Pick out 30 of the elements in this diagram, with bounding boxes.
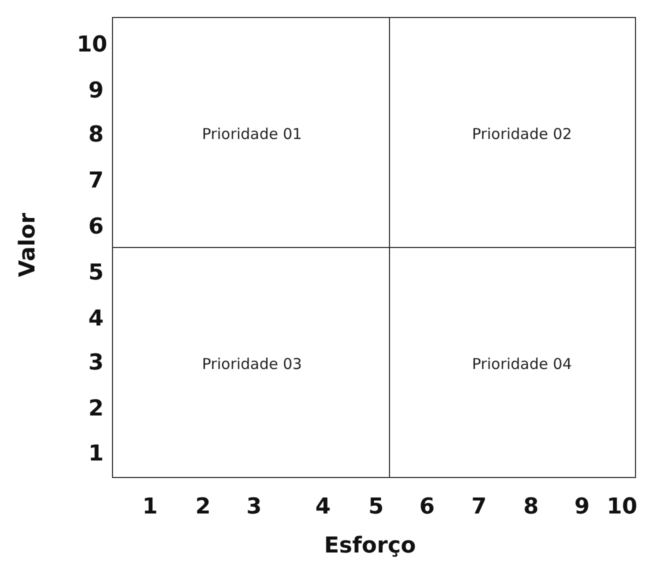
tick-label: 9 — [88, 78, 104, 104]
tick-label: 8 — [523, 494, 539, 520]
tick-label: 3 — [246, 494, 262, 520]
quadrant-label: Prioridade 03 — [202, 355, 302, 373]
quadrant-box — [112, 17, 391, 249]
tick-label: 9 — [574, 494, 590, 520]
tick-label: 1 — [88, 442, 104, 466]
tick-label: 2 — [88, 396, 104, 422]
quadrant-box — [389, 247, 636, 478]
axis-title: Esforço — [324, 534, 416, 558]
quadrant-box — [389, 17, 636, 249]
tick-label: 10 — [606, 494, 638, 520]
quadrant-box — [112, 247, 391, 478]
tick-label: 1 — [142, 494, 158, 520]
quadrant-label: Prioridade 02 — [472, 125, 572, 143]
tick-label: 2 — [195, 494, 211, 520]
tick-label: 10 — [76, 32, 108, 58]
tick-label: 7 — [88, 168, 104, 194]
tick-label: 5 — [88, 260, 104, 286]
tick-label: 6 — [419, 494, 435, 520]
quadrant-label: Prioridade 04 — [472, 355, 572, 373]
tick-label: 4 — [88, 306, 104, 332]
tick-label: 5 — [368, 494, 384, 520]
tick-label: 6 — [88, 214, 104, 240]
tick-label: 8 — [88, 122, 104, 148]
tick-label: 7 — [471, 494, 487, 520]
axis-title: Valor — [16, 212, 40, 278]
tick-label: 4 — [315, 494, 331, 520]
quadrant-label: Prioridade 01 — [202, 125, 302, 143]
tick-label: 3 — [88, 350, 104, 376]
